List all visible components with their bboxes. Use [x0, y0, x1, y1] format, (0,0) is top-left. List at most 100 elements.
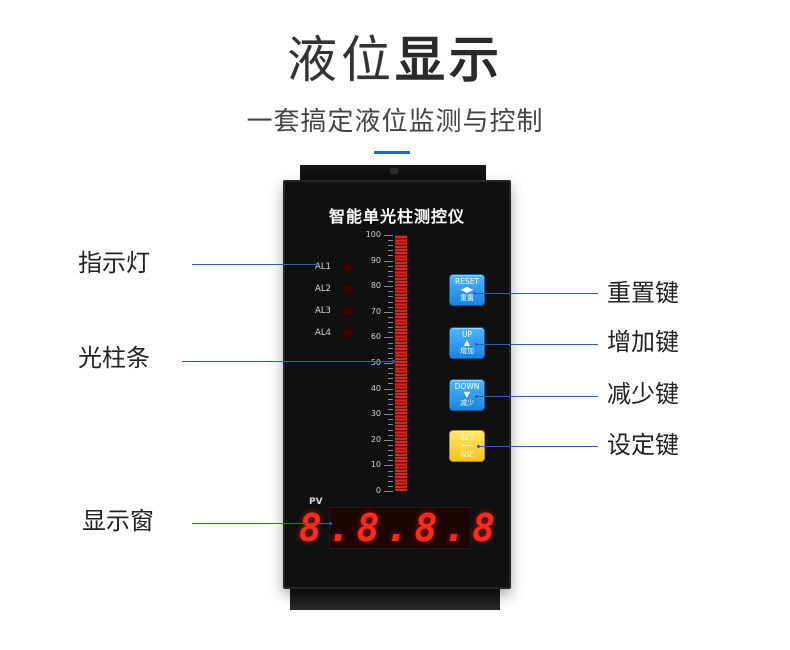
up-arrow-icon: ▲ — [463, 338, 471, 347]
minor-tick — [388, 322, 393, 324]
scale-label: 90 — [370, 255, 381, 265]
minor-tick — [388, 368, 393, 370]
callout-up-label: 增加键 — [607, 328, 679, 356]
minor-tick — [388, 342, 393, 344]
major-tick — [384, 363, 393, 364]
major-tick — [384, 235, 393, 236]
up-button[interactable]: UP▲增加 — [449, 327, 485, 359]
callout-display-label: 显示窗 — [82, 507, 154, 535]
minor-tick — [388, 398, 393, 400]
minor-tick — [388, 480, 393, 482]
callout-down-line — [476, 396, 598, 397]
page-title: 液位显示 — [0, 28, 790, 92]
down-button[interactable]: DOWN▼减少 — [449, 379, 485, 411]
minor-tick — [388, 450, 393, 452]
callout-reset-label: 重置键 — [607, 279, 679, 307]
major-tick — [384, 337, 393, 339]
set-arrow-icon: ⟵ — [461, 441, 473, 450]
scale-label: 70 — [370, 306, 381, 316]
major-tick — [384, 491, 393, 492]
bar-graph-track — [395, 235, 407, 491]
minor-tick — [388, 255, 393, 257]
minor-tick — [388, 470, 393, 472]
callout-bar-dot — [392, 360, 395, 363]
minor-tick — [388, 485, 393, 487]
callout-indicator-dot — [315, 263, 318, 266]
minor-tick — [388, 352, 393, 354]
minor-tick — [388, 327, 393, 329]
callout-reset-dot — [473, 292, 476, 295]
reset-button[interactable]: RESET◀▶重置 — [449, 274, 485, 306]
device-title: 智能单光柱测控仪 — [328, 207, 465, 226]
page-title-bold: 显示 — [395, 31, 503, 89]
alarm-label-al1: AL1 — [315, 262, 331, 272]
minor-tick — [388, 409, 393, 411]
scale-label: 30 — [370, 409, 381, 419]
set-button-bottom-label: 设定 — [460, 450, 474, 458]
callout-up-dot — [475, 343, 478, 346]
minor-tick — [388, 378, 393, 380]
major-tick — [384, 439, 393, 441]
minor-tick — [388, 332, 393, 334]
minor-tick — [388, 373, 393, 375]
bar-graph-fill — [395, 235, 407, 491]
minor-tick — [388, 419, 393, 421]
callout-display-dot — [329, 522, 332, 525]
minor-tick — [388, 281, 393, 283]
alarm-led-icon — [343, 262, 354, 273]
minor-tick — [388, 444, 393, 446]
callout-down-dot — [475, 395, 478, 398]
down-button-bottom-label: 减少 — [460, 399, 474, 407]
minor-tick — [388, 316, 393, 318]
minor-tick — [388, 296, 393, 298]
minor-tick — [388, 347, 393, 349]
minor-tick — [388, 250, 393, 252]
callout-up-line — [476, 344, 598, 345]
scale-label: 20 — [370, 434, 381, 444]
minor-tick — [388, 383, 393, 385]
minor-tick — [388, 357, 393, 359]
callout-bar-line — [182, 361, 394, 362]
scale-label: 10 — [370, 460, 381, 470]
minor-tick — [388, 475, 393, 477]
minor-tick — [388, 291, 393, 293]
down-button-top-label: DOWN — [454, 382, 480, 391]
page-title-light: 液位 — [287, 31, 395, 89]
pv-label: PV — [309, 497, 323, 507]
scale-label: 0 — [375, 486, 381, 495]
device-bottom-housing — [290, 585, 500, 610]
callout-bar-label: 光柱条 — [78, 344, 150, 372]
scale-label: 100 — [365, 230, 381, 239]
minor-tick — [388, 270, 393, 272]
alarm-label-al3: AL3 — [315, 306, 331, 316]
display-window: 8.8.8.8 — [299, 507, 495, 549]
title-underline — [374, 151, 410, 154]
minor-tick — [388, 301, 393, 303]
callout-down-label: 减少键 — [607, 380, 679, 408]
alarm-label-al4: AL4 — [315, 328, 331, 338]
display-value: 8.8.8.8 — [298, 506, 502, 550]
callout-display-line — [192, 523, 330, 524]
major-tick — [384, 260, 393, 262]
major-tick — [384, 388, 393, 390]
set-button-top-label: SET — [459, 433, 475, 442]
device-top-notch — [390, 168, 398, 174]
reset-button-top-label: RESET — [454, 277, 480, 286]
minor-tick — [388, 434, 393, 436]
minor-tick — [388, 393, 393, 395]
scale-label: 80 — [370, 281, 381, 291]
minor-tick — [388, 429, 393, 431]
minor-tick — [388, 240, 393, 242]
major-tick — [384, 414, 393, 416]
up-button-top-label: UP — [461, 330, 472, 339]
alarm-led-icon — [343, 306, 354, 317]
callout-indicator-label: 指示灯 — [78, 249, 150, 277]
alarm-led-icon — [343, 284, 354, 295]
minor-tick — [388, 403, 393, 405]
minor-tick — [388, 460, 393, 462]
reset-arrow-icon: ◀▶ — [460, 285, 474, 294]
minor-tick — [388, 245, 393, 247]
scale-label: 50 — [370, 358, 381, 367]
alarm-label-al2: AL2 — [315, 284, 331, 294]
reset-button-bottom-label: 重置 — [460, 294, 474, 302]
